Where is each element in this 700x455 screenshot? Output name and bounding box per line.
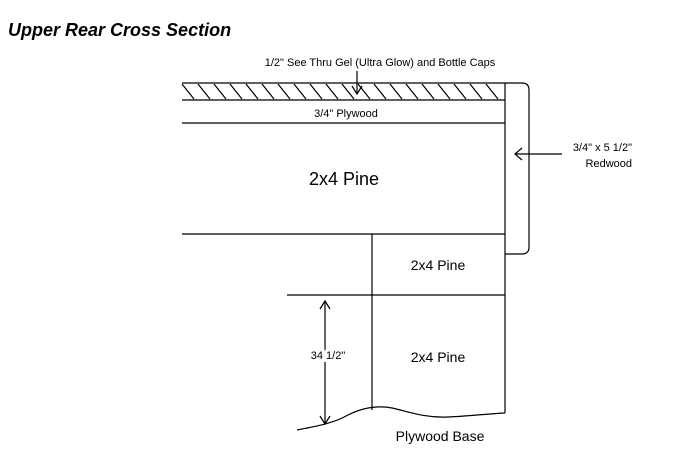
hatch-stroke bbox=[197, 83, 211, 100]
gel-label: 1/2" See Thru Gel (Ultra Glow) and Bottl… bbox=[265, 57, 496, 69]
hatch-stroke bbox=[357, 83, 371, 100]
redwood-pointer-head bbox=[514, 147, 523, 161]
hatch-stroke bbox=[437, 83, 451, 100]
height-label: 34 1/2" bbox=[311, 350, 346, 362]
diagram-title: Upper Rear Cross Section bbox=[8, 20, 232, 40]
pine-lower-label: 2x4 Pine bbox=[411, 349, 466, 365]
redwood-name-label: Redwood bbox=[586, 158, 632, 170]
hatch-stroke bbox=[261, 83, 275, 100]
hatch-stroke bbox=[469, 83, 483, 100]
hatch-stroke bbox=[277, 83, 291, 100]
pine-large-label: 2x4 Pine bbox=[309, 169, 379, 189]
base-wavy-line bbox=[296, 406, 506, 431]
gel-arrow-head bbox=[351, 85, 363, 96]
hatch-stroke bbox=[293, 83, 307, 100]
base-label: Plywood Base bbox=[396, 428, 485, 444]
hatch-stroke bbox=[325, 83, 339, 100]
hatch-stroke bbox=[405, 83, 419, 100]
hatch-stroke bbox=[421, 83, 435, 100]
gel-layer bbox=[181, 82, 505, 101]
hatch-stroke bbox=[213, 83, 227, 100]
hatch-stroke bbox=[341, 83, 355, 100]
hatch-stroke bbox=[389, 83, 403, 100]
hatch-stroke bbox=[229, 83, 243, 100]
plywood-label: 3/4" Plywood bbox=[314, 108, 378, 120]
hatch-stroke bbox=[453, 83, 467, 100]
hatch-stroke bbox=[245, 83, 259, 100]
height-arrow-top bbox=[319, 299, 331, 310]
redwood-dim-label: 3/4" x 5 1/2" bbox=[573, 142, 632, 154]
hatch-stroke bbox=[181, 83, 195, 100]
pine-upper-label: 2x4 Pine bbox=[411, 257, 466, 273]
hatch-stroke bbox=[309, 83, 323, 100]
redwood-trim bbox=[505, 82, 530, 255]
gel-hatching bbox=[181, 83, 499, 100]
hatch-stroke bbox=[485, 83, 499, 100]
hatch-stroke bbox=[373, 83, 387, 100]
